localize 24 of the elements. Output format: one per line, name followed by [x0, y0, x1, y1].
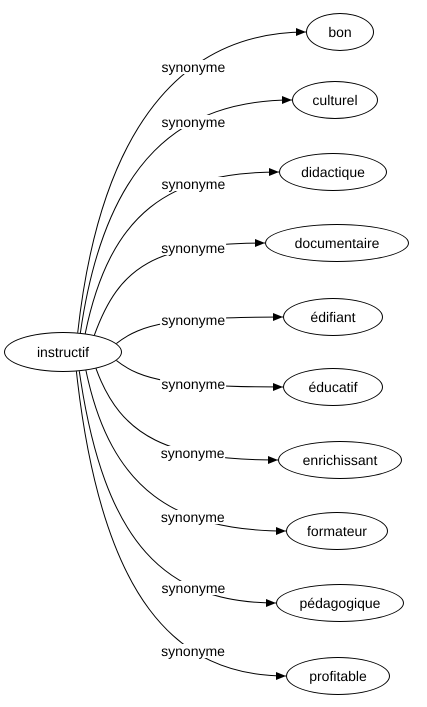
word-ellipse: didactique [279, 153, 387, 191]
arrow [80, 96, 292, 334]
word-ellipse: instructif [4, 332, 122, 372]
edge-label: synonyme [160, 580, 226, 595]
word-ellipse: enrichissant [278, 441, 402, 479]
word-ellipse: documentaire [265, 224, 409, 262]
word-ellipse: pédagogique [276, 584, 404, 622]
word-ellipse: édifiant [283, 298, 383, 336]
edge-label: synonyme [160, 241, 226, 256]
word-ellipse: éducatif [283, 368, 383, 406]
word-ellipse: culturel [292, 81, 378, 119]
edge-label: synonyme [160, 114, 226, 129]
word-ellipse: formateur [286, 512, 388, 550]
edge-label: synonyme [160, 377, 226, 392]
edge-label: synonyme [160, 644, 226, 658]
edge-label: synonyme [160, 176, 226, 191]
word-ellipse: bon [306, 13, 374, 51]
word-ellipse: profitable [286, 657, 390, 695]
edge-label: synonyme [160, 446, 226, 460]
arrow [77, 28, 306, 334]
edge-label: synonyme [160, 60, 226, 74]
arrow [78, 370, 276, 607]
edge-label: synonyme [160, 510, 226, 524]
arrow [76, 370, 286, 680]
